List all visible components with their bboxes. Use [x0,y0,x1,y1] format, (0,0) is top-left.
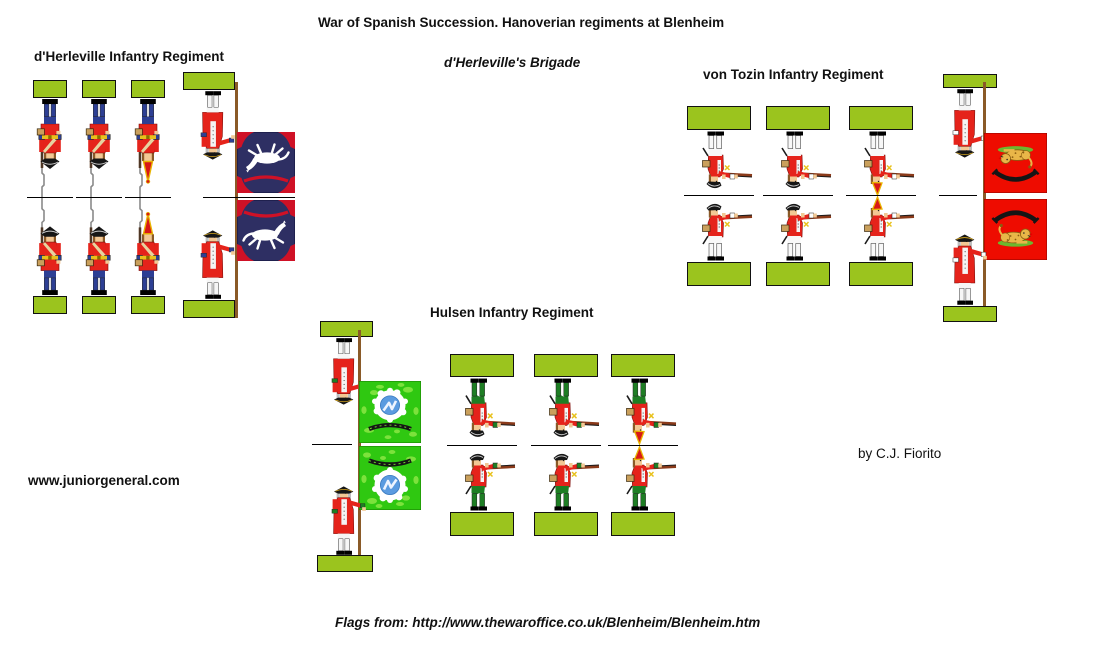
website-credit: www.juniorgeneral.com [28,473,180,488]
figure-base [450,512,514,536]
fold-line [76,197,122,198]
musketeer-figure [82,198,116,296]
fold-line [531,445,601,446]
firing-musketeer [766,196,832,262]
ensign-figure [191,228,239,300]
fold-line [447,445,517,446]
ensign-figure-inverted [191,90,239,162]
musketeer-figure-inverted [82,98,116,198]
regimental-flag-upper [237,132,295,193]
figure-base [534,354,598,377]
grenadier-figure-inverted [131,98,165,198]
figure-base [320,321,373,337]
soldier-strip [531,354,601,536]
ensign-strip [183,72,295,318]
figure-base [131,296,165,314]
firing-musketeer-inverted [450,377,516,445]
firing-musketeer [534,446,600,512]
fold-line [312,444,352,445]
figure-base [611,354,675,377]
ensign-strip [939,74,1047,322]
figure-base [33,80,67,98]
page-title: War of Spanish Succession. Hanoverian re… [318,15,725,30]
figure-base [687,262,751,286]
figure-base [943,74,997,88]
flag-pole [235,82,238,318]
flag-pole [983,82,986,314]
figure-base [131,80,165,98]
regimental-flag-upper [984,133,1047,193]
figure-base [450,354,514,377]
flag-pole [358,330,361,566]
regimental-flag-upper [359,381,421,443]
soldier-strip-grenadier [125,80,171,314]
ensign-figure-inverted [322,337,370,407]
figure-base [849,262,913,286]
firing-grenadier-inverted [849,130,915,196]
fold-line [684,195,754,196]
figure-base [82,296,116,314]
firing-musketeer-inverted [687,130,753,196]
fold-line [763,195,833,196]
regimental-flag-lower [984,199,1047,260]
regiment-title-tozin: von Tozin Infantry Regiment [703,67,884,82]
soldier-strip [763,106,833,286]
figure-base [317,555,373,572]
fold-line [608,445,678,446]
soldier-strip [447,354,517,536]
figure-base [943,306,997,322]
ensign-strip [312,321,422,572]
soldier-strip [27,80,73,314]
firing-musketeer [687,196,753,262]
ensign-figure [322,484,370,556]
ensign-figure-inverted [943,88,991,160]
figure-base [183,72,235,90]
figure-base [766,262,830,286]
figure-base [766,106,830,130]
soldier-strip [76,80,122,314]
figure-base [849,106,913,130]
fold-line [846,195,916,196]
figure-base [183,300,235,318]
ensign-figure [943,232,991,306]
fold-line [939,195,977,196]
firing-grenadier [849,196,915,262]
author-credit: by C.J. Fiorito [858,446,942,461]
figure-base [534,512,598,536]
soldier-strip-grenadier [608,354,678,536]
regiment-title-hulsen: Hulsen Infantry Regiment [430,305,594,320]
firing-grenadier-inverted [611,377,677,445]
flags-source-credit: Flags from: http://www.thewaroffice.co.u… [335,615,761,630]
musketeer-figure [33,198,67,296]
brigade-subtitle: d'Herleville's Brigade [444,55,581,70]
figure-base [33,296,67,314]
fold-line [27,197,73,198]
regimental-flag-lower [237,200,295,261]
grenadier-figure [131,198,165,296]
firing-musketeer-inverted [766,130,832,196]
firing-musketeer [450,446,516,512]
regiment-title-herleville: d'Herleville Infantry Regiment [34,49,225,64]
soldier-strip [684,106,754,286]
firing-grenadier [611,446,677,512]
figure-base [82,80,116,98]
figure-base [611,512,675,536]
regimental-flag-lower [359,446,421,510]
fold-line [125,197,171,198]
fold-line [203,197,295,198]
musketeer-figure-inverted [33,98,67,198]
figure-base [687,106,751,130]
soldier-strip-grenadier [846,106,916,286]
firing-musketeer-inverted [534,377,600,445]
